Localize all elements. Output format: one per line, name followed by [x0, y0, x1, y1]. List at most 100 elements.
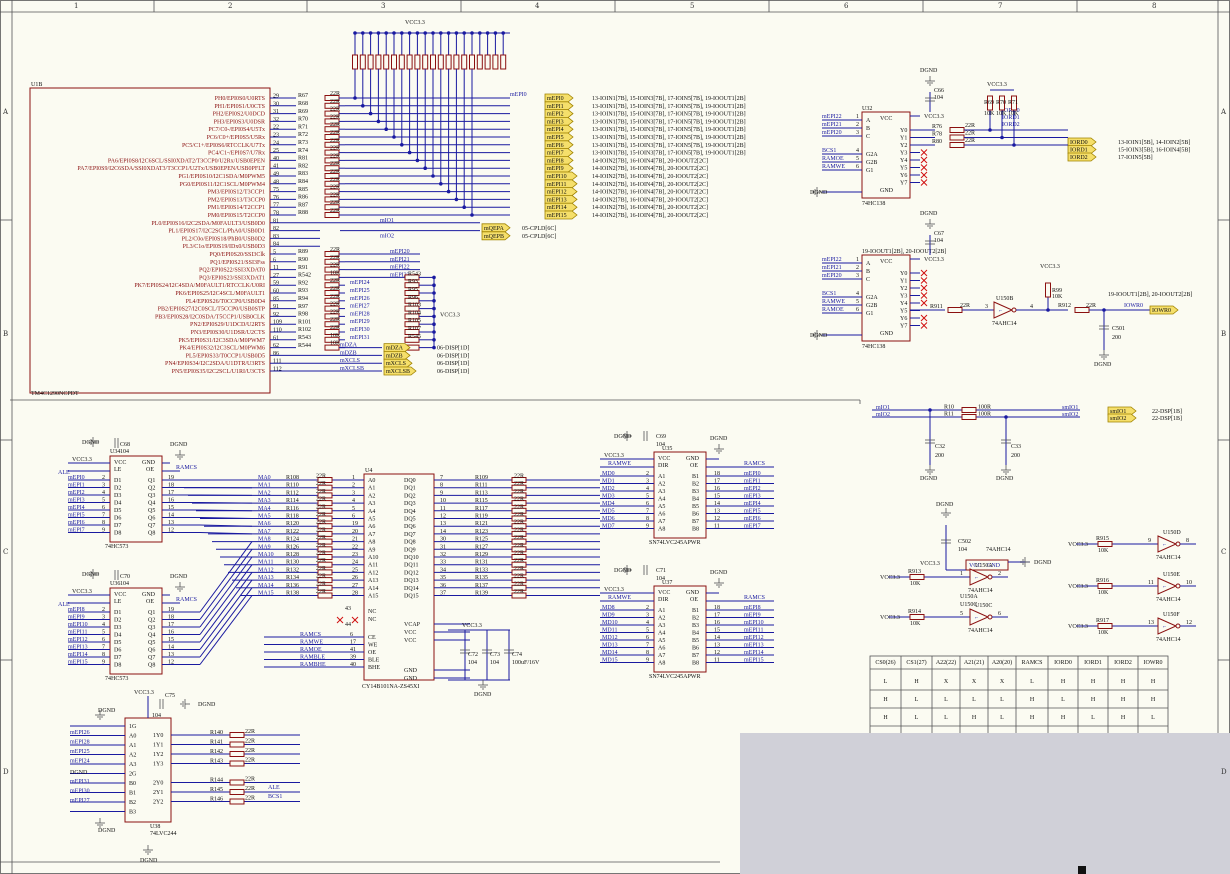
vcc-label: VCC3.3	[1040, 264, 1060, 270]
inverter-ref: U150D	[1163, 530, 1181, 536]
qep-port	[481, 223, 511, 233]
sram-pin: A2	[368, 493, 375, 499]
buffer-pin: A8	[658, 661, 665, 667]
table-header: A22(22)	[936, 659, 956, 666]
resistor-ref: R120	[286, 521, 299, 527]
sram-pin: VCC	[404, 630, 416, 636]
epi-port-label: mEPI12	[547, 190, 567, 196]
resistor-ref: R113	[475, 490, 488, 496]
pin-number: 8	[1186, 538, 1189, 544]
net-name: mXCLS	[340, 358, 360, 364]
mcu-pin-name: PQ1/EPI0S21/SSI3Fss	[210, 260, 266, 266]
junction-dot	[361, 31, 365, 35]
net-name: IOWR0	[1124, 303, 1143, 309]
iord-port	[1067, 145, 1097, 154]
pin-number: 7	[646, 509, 649, 515]
resistor	[317, 561, 333, 568]
resistor-value: 22R	[1086, 303, 1096, 309]
pullup-resistor	[1045, 282, 1051, 298]
net-name: MA1	[258, 483, 271, 489]
disp-port-label: mXCLSB	[386, 369, 410, 375]
resistor-value: 22R	[316, 535, 326, 541]
cap-ref: C67	[934, 231, 944, 237]
sram-pin: CE	[368, 635, 376, 641]
resistor-value: 22R	[965, 123, 975, 129]
junction-dot	[400, 31, 404, 35]
no-connect-stroke	[920, 156, 928, 164]
buffer-pin: B2	[692, 616, 699, 622]
sram-pin: A10	[368, 555, 378, 561]
disp-port	[383, 350, 411, 360]
latch-pin: Q8	[148, 531, 155, 537]
address-link	[199, 541, 253, 613]
address-link	[199, 517, 253, 519]
pin-number: 18	[168, 483, 174, 489]
address-link	[199, 524, 253, 527]
net-name: RAMCS	[176, 597, 197, 603]
mcu-pin-number: 112	[273, 367, 282, 373]
net-name: RAMWE	[300, 640, 323, 646]
pin-number: 14	[714, 635, 720, 641]
pin-number: 2	[998, 571, 1001, 577]
buffer-u37	[653, 585, 707, 673]
pin-number: 2	[856, 122, 859, 128]
mcu-pin-name: PQ0/EPI0S20/SSI3Clk	[209, 252, 265, 258]
inverter-ref: U150A	[975, 563, 993, 569]
cap-value: 100uF/16V	[512, 660, 540, 666]
table-cell: X	[972, 679, 977, 685]
pin-number: 6	[352, 514, 355, 520]
mcu-pin-name: PM3/EPI0S12/T3CCP1	[208, 190, 265, 196]
latch-pin: GND	[142, 592, 156, 598]
net-name: mEPI0	[510, 92, 527, 98]
resistor-value: 22R	[245, 748, 255, 754]
address-link	[199, 502, 253, 504]
gnd-label: DGND	[198, 702, 216, 708]
pin-number: 5	[102, 498, 105, 504]
net-name: mEPI27	[70, 798, 90, 804]
epi-port	[544, 179, 578, 189]
net-name: mEPI10	[744, 620, 764, 626]
mcu-pin-name: PN4/EPI0S34/I2C2SDA/U1DTR/U3RTS	[165, 361, 265, 367]
resistor-value: 22R	[330, 278, 340, 284]
resistor	[1097, 583, 1113, 589]
mcu-pin-number: 6	[273, 257, 276, 263]
inverter-part: 74AHC14	[992, 321, 1017, 327]
latch-pin: Q6	[148, 648, 155, 654]
inverter-bubble	[987, 574, 993, 580]
resistor	[317, 584, 333, 591]
mcu-pin-name: PG1/EPI0S10/I2C1SDA/M0PWM5	[178, 174, 265, 180]
epi-port-label: mEPI5	[547, 135, 564, 141]
resistor-ref: R11	[944, 412, 954, 418]
latch-pin: D7	[114, 655, 121, 661]
net-name: mEPI3	[68, 498, 85, 504]
no-connect-stroke	[920, 299, 928, 307]
no-connect-marker	[351, 616, 359, 624]
latch-pin: D2	[114, 486, 121, 492]
gnd-label: DGND	[920, 476, 938, 482]
no-connect-marker	[336, 616, 344, 624]
inverter-bubble	[1175, 583, 1181, 589]
net-name: mEPI4	[68, 505, 85, 511]
buffer-pin: VCC	[658, 590, 670, 596]
resistor-ref: R116	[286, 506, 299, 512]
pin-number: 7	[102, 513, 105, 519]
resistor-ref: R118	[286, 514, 299, 520]
mcu-u1b	[29, 87, 271, 394]
pin-number: 5	[960, 611, 963, 617]
pin-number: 8	[102, 520, 105, 526]
mcu-pin-name: PB3/EPI0S28/I2C0SDA/T5CCP1/USB0CLK	[155, 314, 266, 320]
net-name: mEPI20	[822, 130, 842, 136]
sram-pin: DQ1	[404, 486, 416, 492]
pin-number: 24	[352, 560, 358, 566]
no-connect-marker	[920, 322, 928, 329]
net-name: MD13	[602, 643, 618, 649]
mcu-pin-name: PN2/EPI0S29/U1DCD/U2RTS	[190, 322, 265, 328]
table-cell: L	[915, 715, 919, 721]
resistor-ref: R108	[286, 475, 299, 481]
net-name: mEPI25	[350, 288, 370, 294]
resistor-ref: R94	[298, 296, 308, 302]
cap-value: 104	[120, 581, 129, 587]
mcu-ref: U1B	[31, 82, 42, 88]
decoder-pin: G2B	[866, 160, 877, 166]
